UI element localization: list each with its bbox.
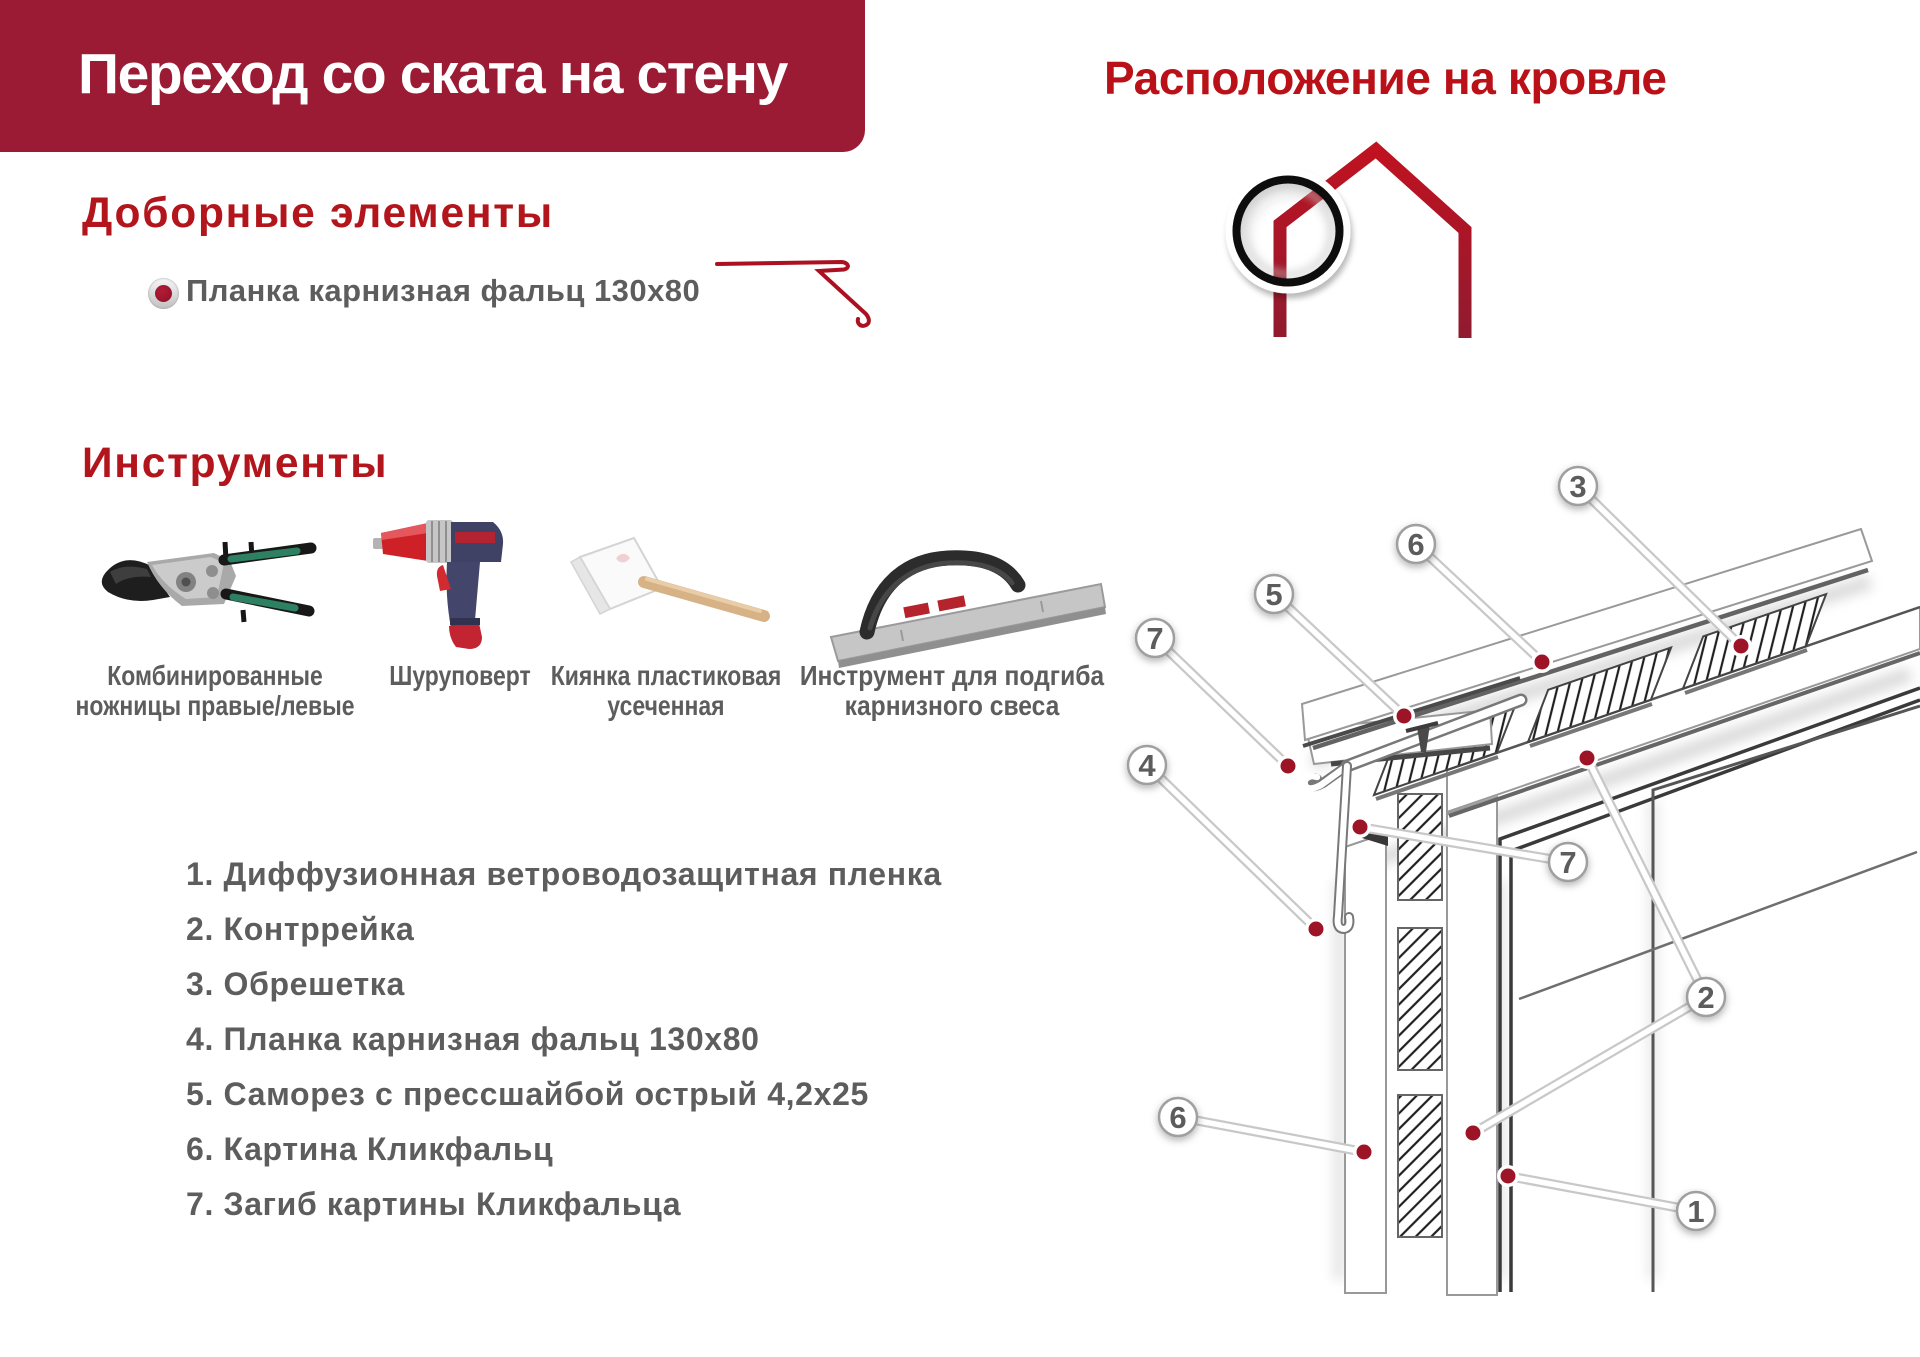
svg-text:5: 5 — [1265, 577, 1282, 612]
svg-text:7: 7 — [1146, 621, 1163, 656]
svg-text:7: 7 — [1559, 845, 1576, 880]
svg-text:1: 1 — [1687, 1194, 1704, 1229]
svg-text:2: 2 — [1697, 980, 1714, 1015]
svg-text:6: 6 — [1169, 1100, 1186, 1135]
svg-text:3: 3 — [1569, 469, 1586, 504]
svg-text:6: 6 — [1407, 527, 1424, 562]
svg-text:4: 4 — [1138, 748, 1156, 783]
